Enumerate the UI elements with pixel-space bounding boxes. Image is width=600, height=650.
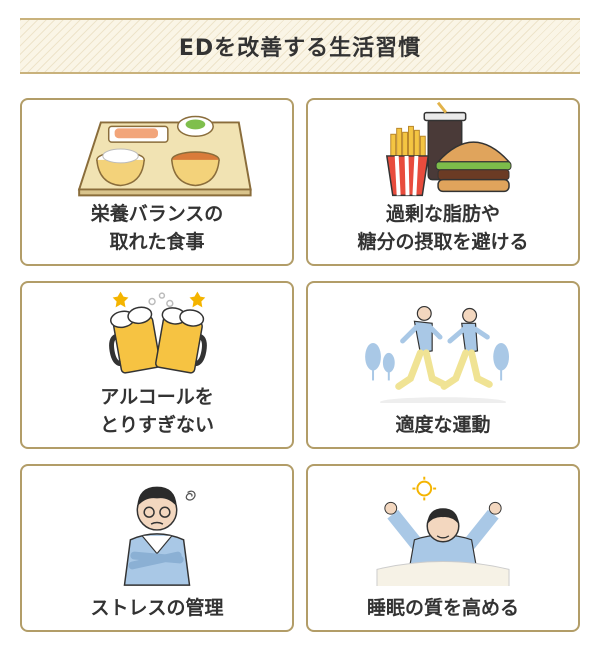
card-label-line: とりすぎない xyxy=(99,414,214,436)
beer-mugs-icon xyxy=(109,291,207,374)
card-stress-management: ストレスの管理 xyxy=(20,464,294,632)
card-label-line: 取れた食事 xyxy=(109,231,205,253)
card-label: 過剰な脂肪や 糖分の摂取を避ける xyxy=(308,200,578,256)
stressed-man-icon xyxy=(123,486,196,586)
card-moderate-exercise: 適度な運動 xyxy=(306,281,580,449)
card-label: 睡眠の質を高める xyxy=(308,594,578,622)
card-limit-alcohol: アルコールを とりすぎない xyxy=(20,281,294,449)
card-label: 適度な運動 xyxy=(308,411,578,439)
card-sleep-quality: 睡眠の質を高める xyxy=(306,464,580,632)
card-label-line: ストレスの管理 xyxy=(90,597,224,619)
page-title: EDを改善する生活習慣 xyxy=(178,36,422,61)
card-label: アルコールを とりすぎない xyxy=(22,383,292,439)
card-label-line: 睡眠の質を高める xyxy=(366,597,519,619)
card-label-line: 適度な運動 xyxy=(395,414,491,436)
card-label-line: 栄養バランスの xyxy=(90,203,224,225)
card-label: 栄養バランスの 取れた食事 xyxy=(22,200,292,256)
waking-person-icon xyxy=(376,476,510,586)
balanced-meal-tray-icon xyxy=(77,115,252,197)
card-label-line: 過剰な脂肪や xyxy=(385,203,500,225)
card-label: ストレスの管理 xyxy=(22,594,292,622)
card-balanced-meal: 栄養バランスの 取れた食事 xyxy=(20,98,294,266)
card-avoid-fat-sugar: 過剰な脂肪や 糖分の摂取を避ける xyxy=(306,98,580,266)
title-banner: EDを改善する生活習慣 xyxy=(20,18,580,74)
card-label-line: 糖分の摂取を避ける xyxy=(357,231,529,253)
fast-food-icon xyxy=(385,101,512,197)
jogging-people-icon xyxy=(365,305,510,403)
card-label-line: アルコールを xyxy=(100,386,214,408)
